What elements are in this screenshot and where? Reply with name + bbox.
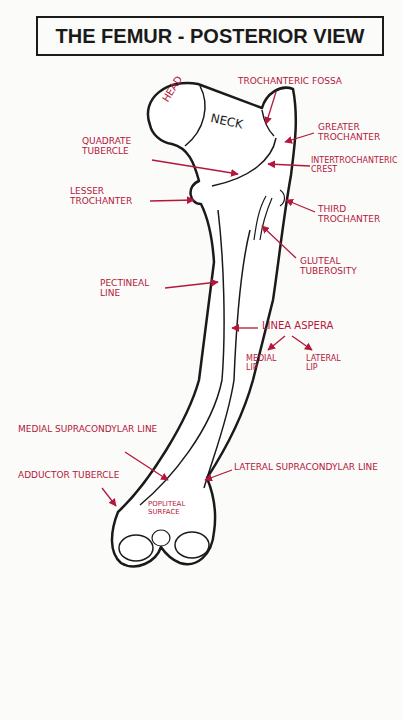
leader-line <box>165 282 218 288</box>
medial-condyle <box>119 535 153 561</box>
part-label: PECTINEAL LINE <box>100 278 165 299</box>
leader-line <box>268 336 285 350</box>
part-label: QUADRATE TUBERCLE <box>82 136 154 157</box>
trochanteric-fossa <box>262 110 274 136</box>
part-label: GLUTEAL TUBEROSITY <box>300 256 375 277</box>
medial-lip <box>140 210 224 505</box>
leader-line <box>285 133 314 142</box>
lateral-condyle <box>175 532 209 558</box>
part-label: LATERAL SUPRACONDYLAR LINE <box>234 462 384 472</box>
part-label: INTERTROCHANTERIC CREST <box>311 156 399 174</box>
third-trochanter <box>280 190 285 206</box>
leader-line <box>125 452 168 480</box>
intercondylar-area <box>152 530 170 546</box>
part-label: MEDIAL SUPRACONDYLAR LINE <box>18 424 168 434</box>
leader-line <box>292 336 312 350</box>
leader-lines <box>102 92 315 506</box>
part-label: GREATER TROCHANTER <box>318 122 398 143</box>
leader-line <box>152 160 238 174</box>
part-label: MEDIAL LIP <box>246 354 286 372</box>
leader-line <box>268 164 310 166</box>
head-neck-line <box>185 86 205 146</box>
lateral-lip <box>204 230 250 488</box>
leader-line <box>150 200 194 201</box>
leader-line <box>205 470 232 480</box>
leader-line <box>266 92 276 124</box>
part-label: POPLITEAL SURFACE <box>148 500 200 516</box>
part-label: LINEA ASPERA <box>262 320 362 332</box>
leader-line <box>232 327 258 328</box>
part-label: TROCHANTERIC FOSSA <box>238 76 348 86</box>
part-label: LATERAL LIP <box>306 354 346 372</box>
intertrochanteric-crest <box>212 138 276 186</box>
leader-line <box>102 488 116 506</box>
title: THE FEMUR - POSTERIOR VIEW <box>36 16 384 56</box>
part-label: ADDUCTOR TUBERCLE <box>18 470 143 480</box>
leader-line <box>286 200 315 212</box>
part-label: THIRD TROCHANTER <box>318 204 388 225</box>
leader-line <box>262 226 296 258</box>
part-label: LESSER TROCHANTER <box>70 186 150 207</box>
